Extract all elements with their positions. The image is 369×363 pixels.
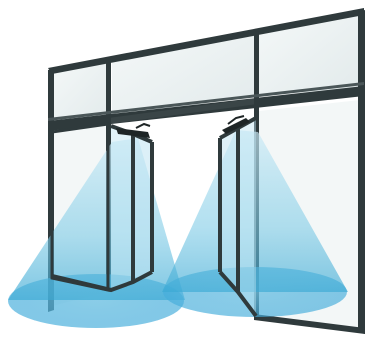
left-door-panel-2 [133, 134, 152, 282]
right-door-panel-1 [220, 128, 238, 292]
right-door-panel-2 [238, 118, 256, 316]
left-sensor-arm [136, 124, 150, 128]
right-post [358, 10, 365, 334]
left-detection-beam [8, 138, 185, 328]
left-door-panel-1 [111, 126, 133, 290]
